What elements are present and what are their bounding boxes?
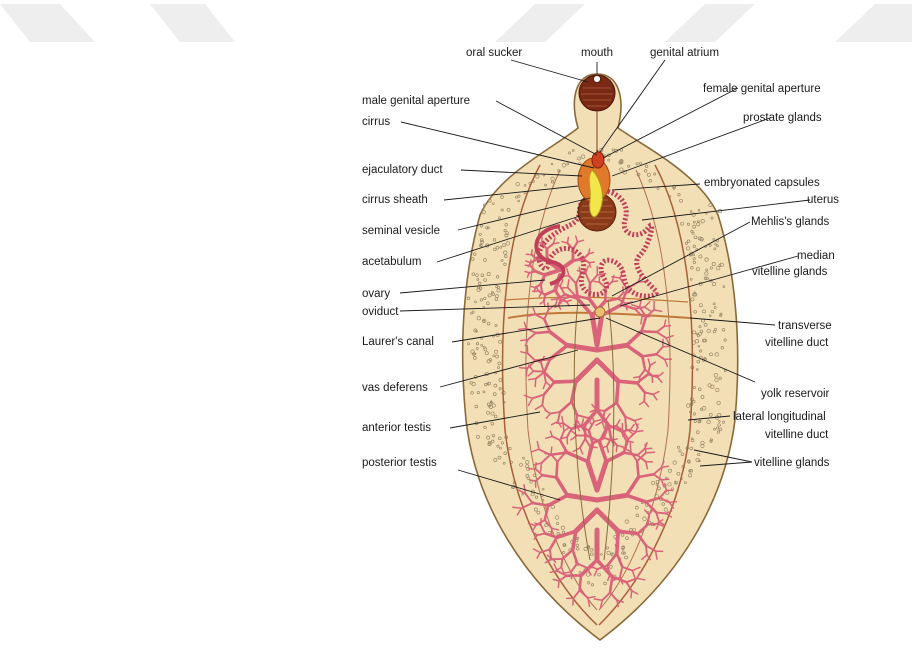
label-acetabulum: acetabulum [362, 255, 421, 269]
label-uterus: uterus [807, 193, 839, 207]
gonad-branch [556, 462, 557, 478]
label-oral-sucker: oral sucker [466, 46, 522, 60]
gonad-branch [642, 316, 649, 317]
banner-stripe [150, 4, 235, 42]
mouth-shape [594, 76, 601, 83]
gonad-branch [544, 295, 546, 302]
gonad-branch [521, 340, 528, 341]
label-posterior-testis: posterior testis [362, 456, 437, 470]
gonad-branch [618, 381, 637, 383]
gonad-branch [642, 331, 657, 332]
label-male-genital-aperture: male genital aperture [362, 94, 470, 108]
banner-stripe [0, 4, 95, 42]
label-genital-atrium: genital atrium [650, 46, 719, 60]
gonad-branch [561, 559, 562, 568]
gonad-branch [594, 281, 599, 282]
label-mehliss-glands: Mehlis's glands [751, 215, 829, 229]
label-vitelline-glands-median: vitelline glands [752, 265, 827, 279]
gonad-branch [576, 415, 577, 425]
label-ovary: ovary [362, 287, 390, 301]
label-vitelline-glands-lateral: vitelline glands [754, 456, 829, 470]
gonad-branch [631, 591, 632, 598]
label-vitelline-duct-lateral: vitelline duct [765, 428, 828, 442]
gonad-branch [612, 281, 618, 282]
gonad-branch [580, 575, 581, 590]
gonad-branch [646, 452, 655, 453]
label-female-genital-aperture: female genital aperture [703, 82, 821, 96]
label-anterior-testis: anterior testis [362, 421, 431, 435]
gonad-branch [605, 288, 606, 301]
label-ejaculatory-duct: ejaculatory duct [362, 163, 443, 177]
gonad-branch [529, 379, 536, 380]
label-mouth: mouth [581, 46, 613, 60]
gonad-branch [550, 549, 551, 558]
gonad-branch [669, 502, 676, 503]
gonad-branch [617, 381, 619, 403]
gonad-branch [648, 524, 658, 525]
gonad-branch [664, 326, 670, 327]
banner-stripe [835, 4, 912, 42]
label-embryonated-capsules: embryonated capsules [704, 176, 820, 190]
gonad-branch [551, 299, 557, 300]
gonad-branch [541, 463, 542, 471]
label-prostate-glands: prostate glands [743, 111, 822, 125]
gonad-branch [618, 531, 638, 534]
gonad-branch [646, 546, 647, 555]
gonad-branch [573, 598, 574, 605]
gonad-branch [637, 461, 639, 477]
label-yolk-reservoir: yolk reservoir [761, 387, 829, 401]
banner-stripe [495, 4, 585, 42]
gonad-branch [644, 392, 645, 401]
gonad-branch [551, 447, 552, 454]
label-cirrus: cirrus [362, 115, 390, 129]
label-median: median [797, 249, 835, 263]
banner-stripes [0, 4, 912, 42]
label-transverse: transverse [778, 319, 832, 333]
yolk-reservoir-shape [595, 307, 605, 317]
gonad-branch [625, 417, 626, 429]
label-vitelline-duct-transverse: vitelline duct [765, 336, 828, 350]
label-laurers-canal: Laurer's canal [362, 335, 434, 349]
gonad-branch [656, 513, 665, 514]
label-lateral-longitudinal: lateral longitudinal [733, 410, 826, 424]
gonad-branch [558, 581, 559, 588]
label-oviduct: oviduct [362, 305, 398, 319]
banner-stripe [665, 4, 755, 42]
gonad-branch [589, 262, 594, 263]
gonad-branch [519, 329, 527, 330]
gonad-branch [536, 332, 550, 333]
gonad-branch [513, 507, 521, 508]
gonad-branch [554, 381, 576, 382]
gonad-branch [567, 237, 568, 243]
gonad-branch [525, 265, 530, 266]
gonad-branch [541, 284, 542, 292]
label-vas-deferens: vas deferens [362, 381, 428, 395]
gonad-branch [520, 368, 528, 369]
gonad-branch [662, 479, 669, 480]
genital-atrium-shape [592, 152, 604, 168]
gonad-branch [617, 531, 618, 554]
label-seminal-vesicle: seminal vesicle [362, 224, 440, 238]
label-cirrus-sheath: cirrus sheath [362, 193, 428, 207]
gonad-branch [553, 243, 559, 244]
gonad-branch [616, 445, 617, 451]
gonad-branch [535, 379, 536, 387]
